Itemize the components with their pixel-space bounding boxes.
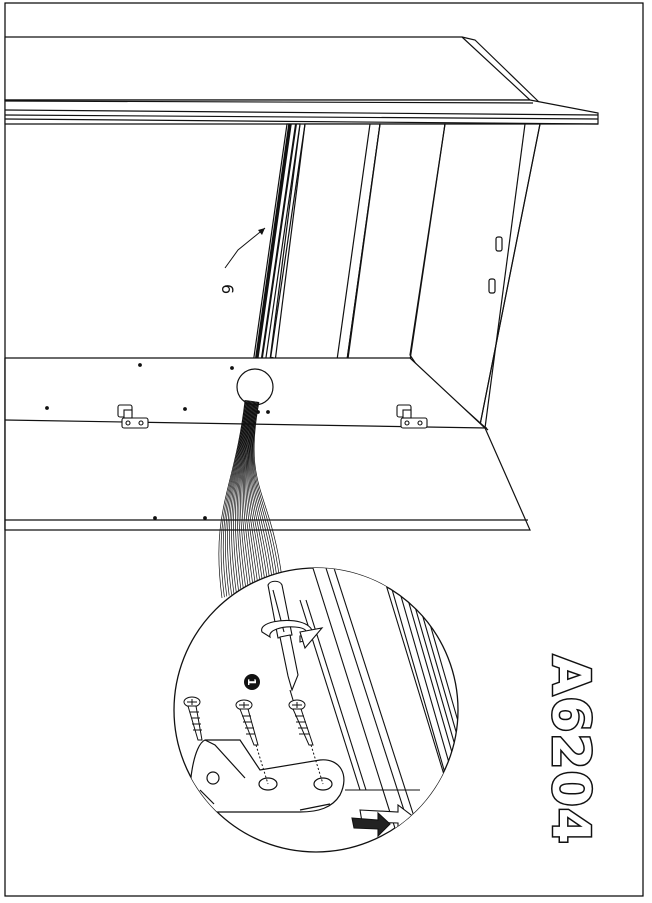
projection-line bbox=[249, 401, 268, 583]
model-code-block: A6204 bbox=[535, 650, 605, 850]
projection-line bbox=[253, 401, 280, 579]
step-1-badge: 1 bbox=[244, 674, 260, 690]
top-panel bbox=[4, 36, 599, 125]
projection-line bbox=[241, 400, 253, 589]
projection-line bbox=[238, 400, 251, 591]
zoom-projection-lines bbox=[218, 399, 283, 599]
projection-line bbox=[250, 401, 273, 582]
projection-line bbox=[229, 400, 249, 595]
bracket-icon bbox=[190, 739, 345, 813]
projection-line bbox=[246, 401, 261, 586]
projection-line bbox=[250, 401, 271, 583]
projection-line bbox=[235, 400, 250, 592]
projection-line bbox=[245, 401, 259, 587]
hinge-right bbox=[396, 404, 428, 429]
projection-line bbox=[244, 401, 256, 587]
projection-line bbox=[233, 400, 250, 593]
projection-line bbox=[248, 401, 266, 584]
projection-line bbox=[225, 400, 248, 596]
step-2-badge: 2 bbox=[370, 845, 386, 857]
projection-line bbox=[231, 400, 249, 594]
projection-line bbox=[236, 400, 251, 591]
projection-line bbox=[227, 400, 248, 595]
projection-line bbox=[220, 400, 246, 598]
projection-line bbox=[252, 401, 278, 580]
projection-line bbox=[247, 401, 264, 585]
screw-icon bbox=[235, 699, 269, 785]
rail-part-6 bbox=[249, 123, 301, 386]
screw-icon bbox=[183, 696, 203, 741]
step-1-label: 1 bbox=[245, 678, 258, 686]
step-2-label: 2 bbox=[371, 849, 384, 857]
detail-view: 1 2 bbox=[173, 567, 459, 857]
model-code-label: A6204 bbox=[539, 654, 602, 847]
projection-line bbox=[251, 401, 276, 581]
projection-line bbox=[218, 399, 246, 599]
callout-part-6: 6 bbox=[218, 227, 266, 294]
projection-line bbox=[253, 401, 283, 579]
screw-icon bbox=[288, 699, 324, 785]
projection-line bbox=[222, 400, 247, 597]
projection-line bbox=[242, 400, 254, 588]
projection-line bbox=[240, 400, 252, 590]
rotation-arrow-icon bbox=[261, 619, 324, 650]
part-number-label: 6 bbox=[218, 284, 237, 294]
cabinet-body bbox=[268, 123, 541, 431]
hinge-left bbox=[117, 404, 149, 429]
